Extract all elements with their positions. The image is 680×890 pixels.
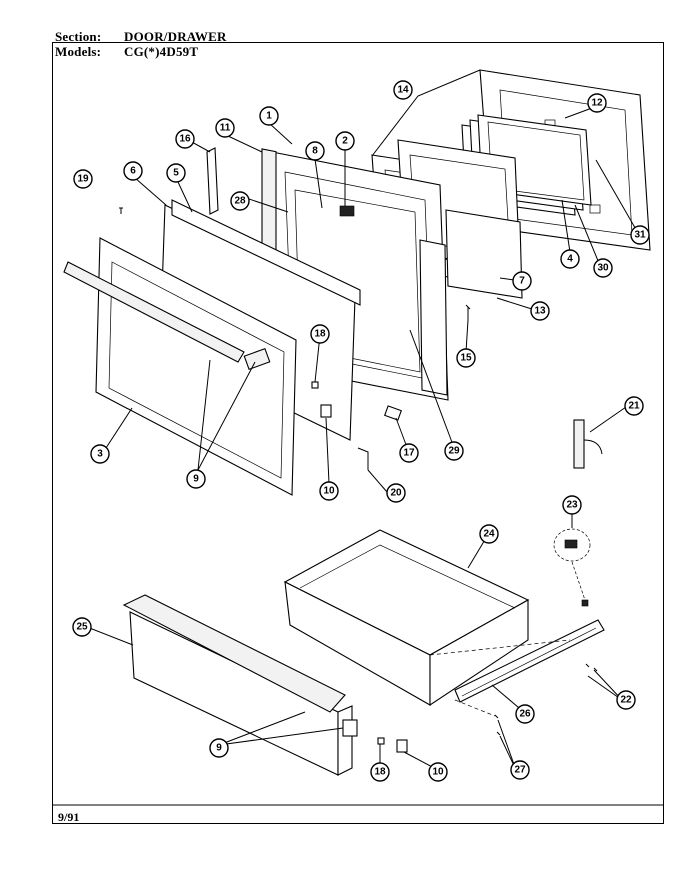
svg-text:14: 14 — [397, 85, 409, 96]
door-latch — [573, 419, 603, 469]
callout-7: 7 — [512, 271, 532, 291]
drawer-body — [283, 529, 530, 707]
door-side-strip — [206, 147, 219, 215]
svg-text:9: 9 — [193, 474, 199, 485]
panel-top-strip — [171, 199, 361, 306]
clip-17 — [384, 405, 402, 421]
pad-10 — [320, 404, 332, 418]
callout-23: 23 — [562, 495, 582, 515]
svg-text:22: 22 — [620, 695, 632, 706]
callout-1: 1 — [259, 106, 279, 126]
callout-12: 12 — [587, 93, 607, 113]
svg-text:8: 8 — [312, 146, 318, 157]
handle-bracket — [243, 347, 271, 371]
models-value: CG(*)4D59T — [124, 44, 199, 59]
callout-18a: 18 — [310, 324, 330, 344]
svg-text:9: 9 — [216, 743, 222, 754]
pad-10b — [396, 739, 408, 753]
bracket-20 — [357, 447, 369, 470]
callout-13: 13 — [530, 301, 550, 321]
svg-text:31: 31 — [634, 230, 646, 241]
svg-text:18: 18 — [374, 767, 386, 778]
drawer-bracket-9 — [342, 719, 358, 737]
callout-4: 4 — [560, 249, 580, 269]
callout-20: 20 — [386, 483, 406, 503]
svg-text:24: 24 — [483, 529, 495, 540]
callout-28: 28 — [230, 191, 250, 211]
callout-18b: 18 — [370, 762, 390, 782]
diagram-frame — [52, 42, 664, 824]
svg-text:13: 13 — [534, 306, 546, 317]
clip-18 — [311, 381, 319, 389]
callout-15: 15 — [456, 348, 476, 368]
glide-23 — [564, 539, 578, 549]
svg-text:21: 21 — [628, 401, 640, 412]
callout-9b: 9 — [209, 738, 229, 758]
svg-text:27: 27 — [514, 765, 526, 776]
svg-text:28: 28 — [234, 196, 246, 207]
callout-3: 3 — [90, 444, 110, 464]
callout-30: 30 — [593, 258, 613, 278]
svg-text:25: 25 — [76, 622, 88, 633]
svg-text:23: 23 — [566, 500, 578, 511]
svg-text:7: 7 — [519, 276, 525, 287]
leader-lines — [86, 107, 639, 771]
callout-21: 21 — [624, 396, 644, 416]
svg-text:3: 3 — [97, 449, 103, 460]
callout-31: 31 — [630, 225, 650, 245]
screw-19 — [119, 207, 123, 214]
screws-27 — [494, 714, 501, 736]
callout-9a: 9 — [186, 469, 206, 489]
callout-16: 16 — [175, 129, 195, 149]
callout-24: 24 — [479, 524, 499, 544]
svg-text:18: 18 — [314, 329, 326, 340]
section-value: DOOR/DRAWER — [124, 29, 227, 44]
svg-text:17: 17 — [403, 448, 415, 459]
svg-text:1: 1 — [266, 111, 272, 122]
callout-22: 22 — [616, 690, 636, 710]
svg-text:26: 26 — [519, 709, 531, 720]
svg-text:11: 11 — [220, 123, 231, 134]
svg-text:20: 20 — [390, 488, 402, 499]
callout-11: 11 — [215, 118, 235, 138]
callout-27: 27 — [510, 760, 530, 780]
callout-29: 29 — [444, 441, 464, 461]
models-label: Models: — [55, 44, 102, 59]
screw-15 — [465, 304, 471, 321]
drawer-rail — [454, 619, 605, 703]
callout-10a: 10 — [319, 481, 339, 501]
svg-text:6: 6 — [130, 166, 136, 177]
callout-2: 2 — [335, 131, 355, 151]
callout-8: 8 — [305, 141, 325, 161]
callout-19: 19 — [73, 169, 93, 189]
svg-text:5: 5 — [173, 168, 179, 179]
callouts: 1 2 3 4 5 6 7 8 9 10 11 12 13 14 15 16 1… — [72, 80, 650, 782]
screws-22 — [585, 663, 598, 672]
callout-25: 25 — [72, 617, 92, 637]
door-handle-bar — [63, 261, 245, 363]
svg-text:2: 2 — [342, 136, 348, 147]
svg-text:15: 15 — [460, 353, 472, 364]
callout-10b: 10 — [428, 762, 448, 782]
svg-text:4: 4 — [567, 254, 573, 265]
callout-26: 26 — [515, 704, 535, 724]
svg-text:10: 10 — [432, 767, 444, 778]
footer-date: 9/91 — [58, 810, 80, 824]
callout-6: 6 — [123, 161, 143, 181]
clip-18b — [377, 737, 385, 745]
svg-text:10: 10 — [323, 486, 335, 497]
callout-14: 14 — [393, 80, 413, 100]
svg-text:30: 30 — [597, 263, 609, 274]
svg-text:19: 19 — [77, 174, 89, 185]
callout-17: 17 — [399, 443, 419, 463]
svg-text:29: 29 — [448, 446, 460, 457]
glide-circle — [553, 528, 591, 562]
svg-text:16: 16 — [179, 134, 191, 145]
svg-text:12: 12 — [591, 98, 603, 109]
callout-5: 5 — [166, 163, 186, 183]
section-label: Section: — [55, 29, 102, 44]
drawer-front — [122, 594, 353, 776]
